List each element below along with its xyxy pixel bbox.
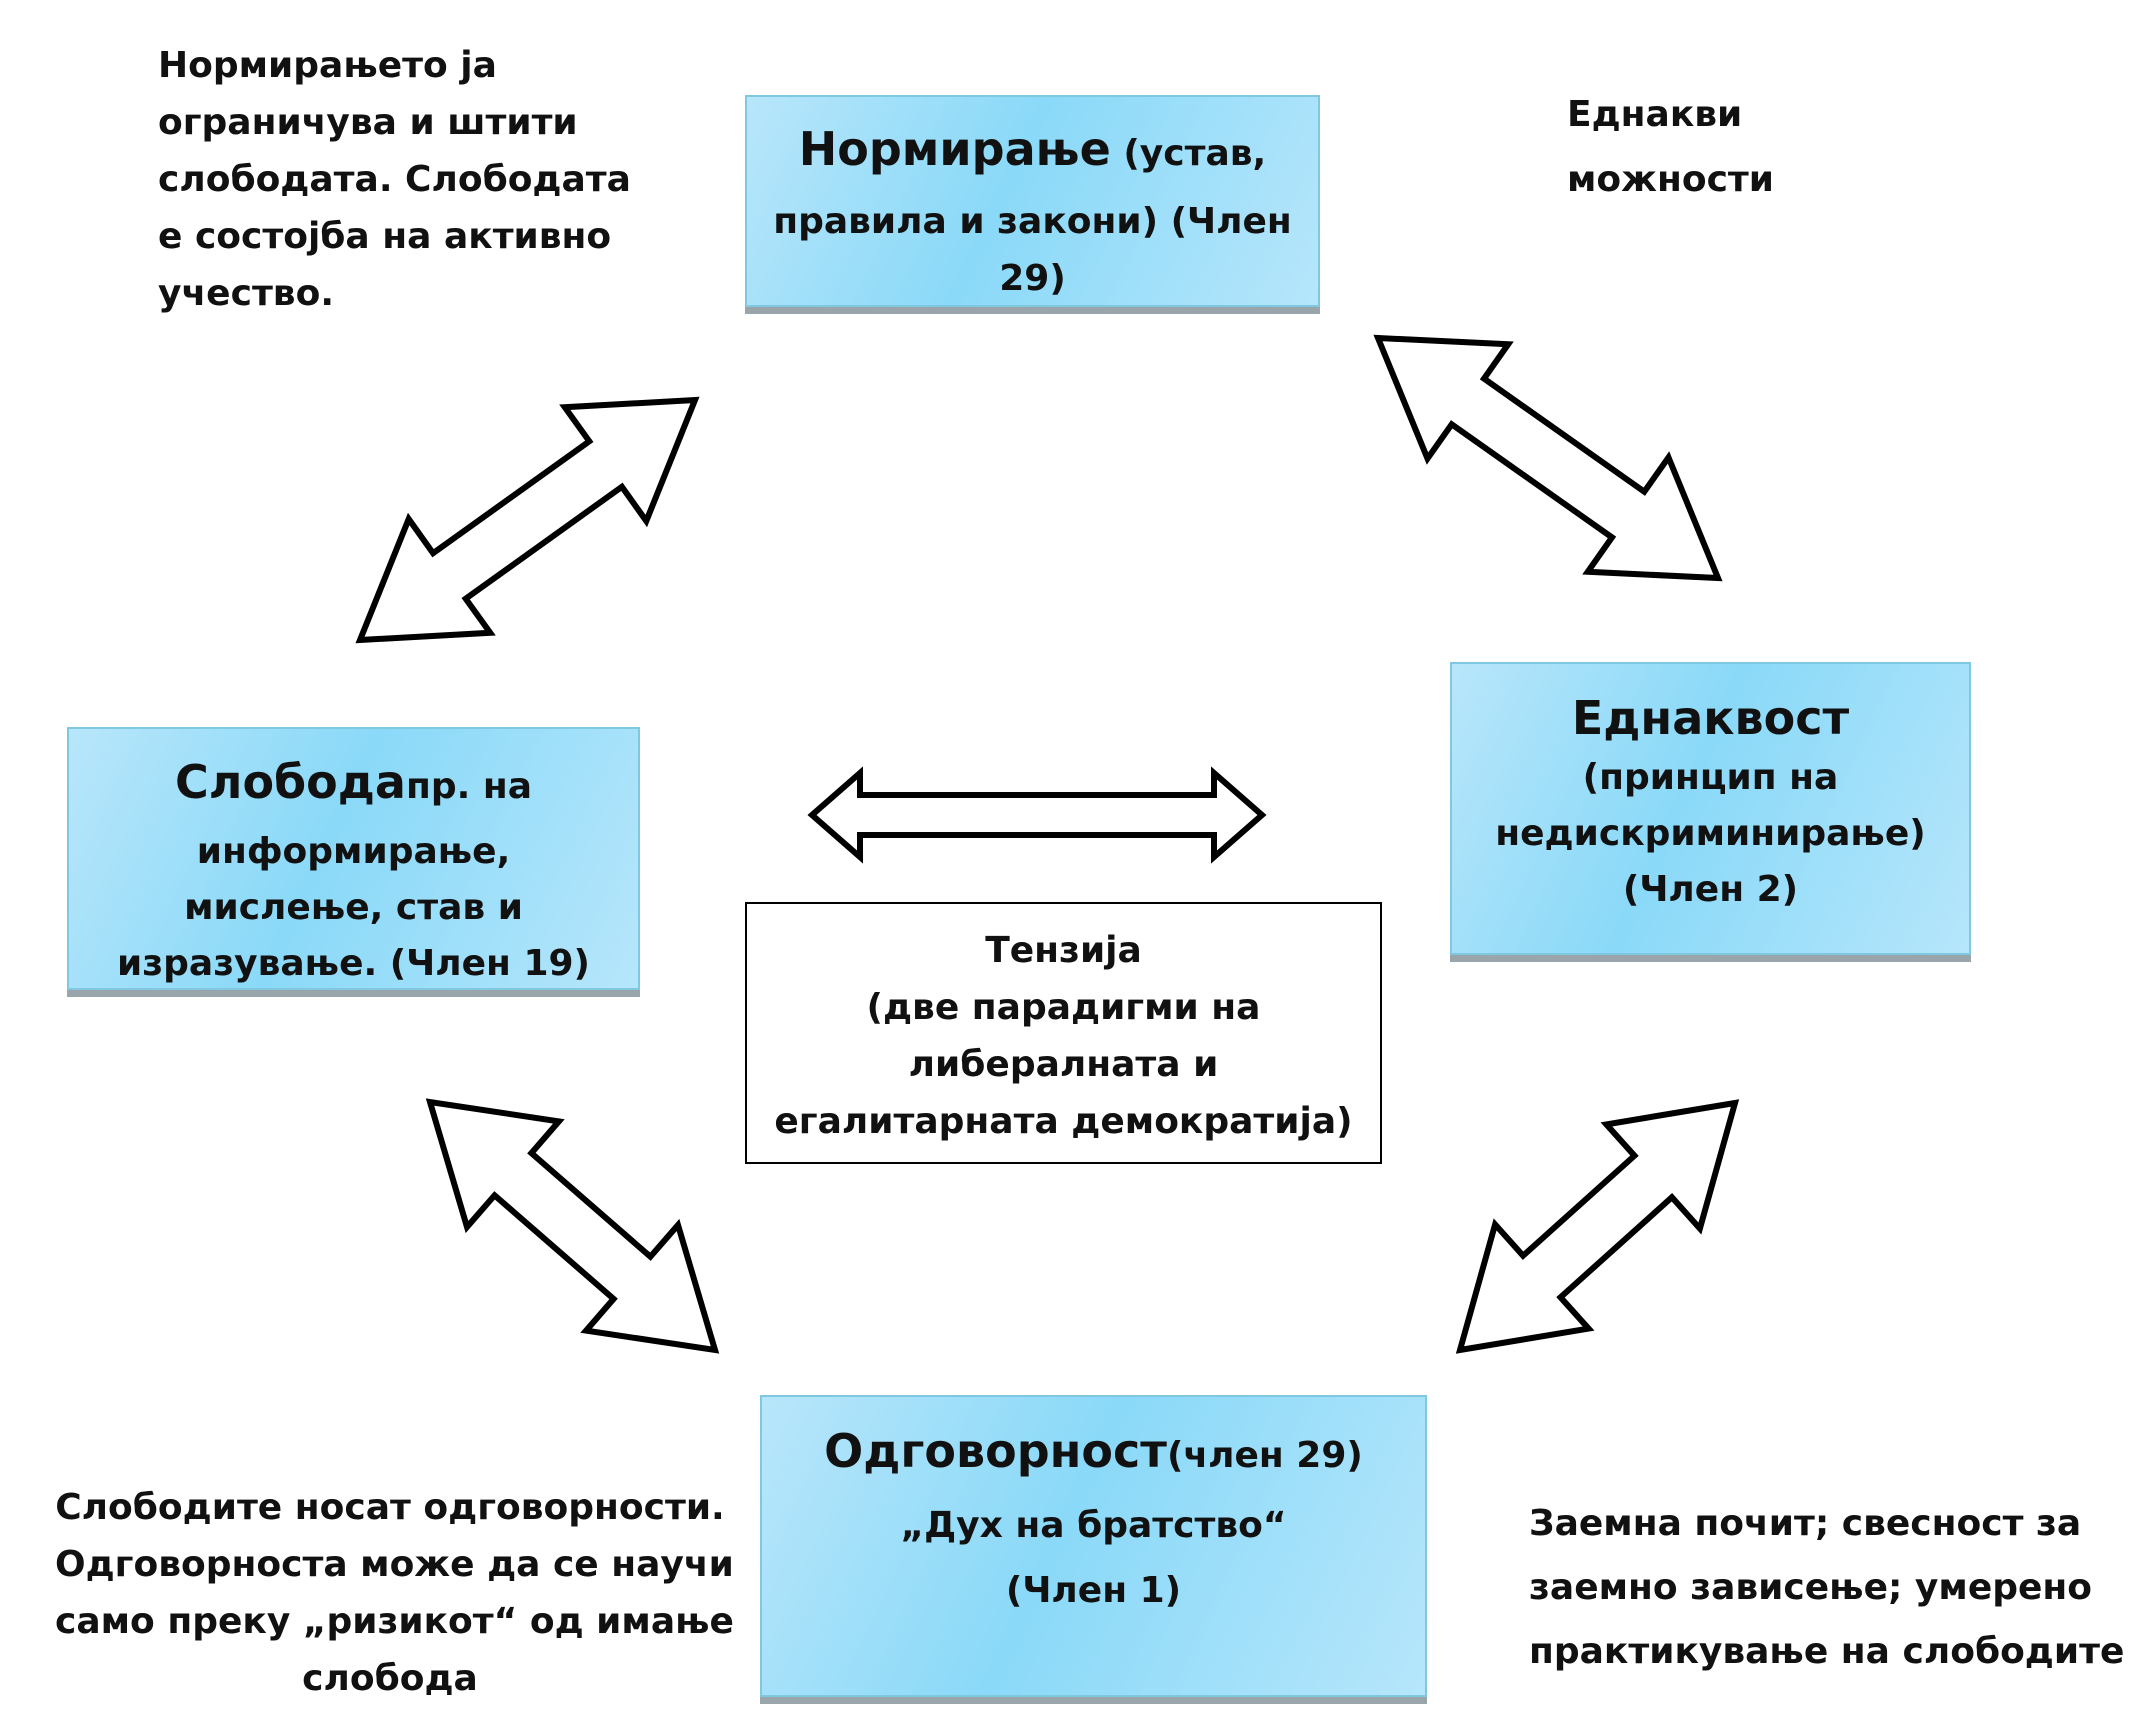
note-line: практикување на слободите [1529,1631,2125,1672]
box-odgovornost: Одговорност(член 29) „Дух на братство“ (… [760,1395,1427,1697]
box-text: (принцип на [1582,757,1839,798]
box-text: недискриминирање) [1495,813,1926,854]
box-text: „Дух на братство“ [900,1505,1287,1546]
note-line: Одговорноста може да се научи [55,1544,734,1585]
note-line: Еднакви [1567,94,1743,135]
box-text: 29) [999,258,1066,299]
note-line: ограничува и штити [158,102,578,143]
box-text: правила и закони) (Член [773,201,1292,242]
note-bottom-right: Заемна почит; свесност за заемно зависењ… [1529,1492,2124,1684]
box-text: (Член 1) [1005,1570,1182,1611]
box-text: (устав, [1110,133,1267,174]
box-text: изразување. (Член 19) [117,943,590,984]
note-line: Слободите носат одговорности. [55,1487,725,1528]
note-line: слободата. Слободата [158,159,631,200]
box-title: Одговорност [824,1424,1167,1478]
box-text: мислење, став и [184,887,523,928]
box-title: Слобода [175,755,406,809]
box-title: Еднаквост [1571,691,1850,745]
box-line: Слободапр. на [69,751,638,824]
tension-line: (две парадигми на [866,987,1261,1028]
arrow-bottom-left [425,1098,720,1354]
box-title: Нормирање [798,122,1111,176]
tension-line: либералната и [908,1044,1219,1085]
note-line: е состојба на активно [158,216,612,257]
note-line: Нормирањето ја [158,45,497,86]
note-line: Заемна почит; свесност за [1529,1503,2082,1544]
box-line: Нормирање (устав, [747,117,1318,192]
arrow-top-left [355,396,700,644]
note-top-right: Еднакви можности [1567,82,1774,212]
tension-line: Тензија [985,930,1142,971]
note-bottom-left: Слободите носат одговорности. Одговорнос… [55,1479,734,1707]
box-tension: Тензија (две парадигми на либералната и … [745,902,1382,1164]
note-line: заемно зависење; умерено [1529,1567,2093,1608]
box-sloboda: Слободапр. на информирање, мислење, став… [67,727,640,990]
arrow-bottom-right [1455,1099,1740,1354]
note-line: само преку „ризикот“ од имање [55,1601,734,1642]
tension-line: егалитарната демократија) [774,1101,1353,1142]
box-text: пр. на [405,766,532,807]
box-normiranje: Нормирање (устав, правила и закони) (Чле… [745,95,1320,307]
arrow-center [807,766,1267,864]
note-line: учество. [158,273,334,314]
box-text: информирање, [196,831,511,872]
box-text: (член 29) [1166,1435,1363,1476]
note-top-left: Нормирањето ја ограничува и штити слобод… [158,37,631,322]
box-text: (Член 2) [1622,869,1799,910]
box-line: Одговорност(член 29) [762,1421,1425,1492]
box-ednakvost: Еднаквост (принцип на недискриминирање) … [1450,662,1971,955]
note-line: слобода [302,1658,478,1699]
note-line: можности [1567,159,1775,200]
arrow-top-right [1373,334,1723,582]
